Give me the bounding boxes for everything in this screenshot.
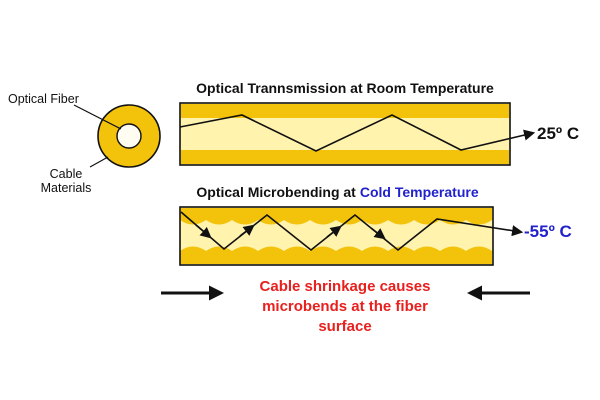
cable-materials-line2: Materials (40, 181, 92, 195)
cable-pointer-line (89, 156, 109, 168)
fiber-pointer-line (73, 104, 122, 130)
shrinkage-caption: Cable shrinkage causes microbends at the… (195, 277, 495, 337)
cable-materials-label: Cable Materials (28, 167, 104, 195)
ray-direction-arrow (239, 224, 255, 237)
caption-line3: surface (318, 318, 372, 335)
room-fiber-border (179, 102, 511, 166)
optical-fiber-label: Optical Fiber (8, 92, 79, 106)
cold-title-prefix: Optical Microbending at (196, 184, 356, 200)
room-temperature-value: 25º C (537, 124, 580, 143)
fiber-core-circle (116, 123, 142, 149)
room-bottom-band (181, 150, 509, 164)
cold-top-band-wavy (180, 208, 492, 225)
room-top-band (181, 104, 509, 118)
room-light-ray (179, 114, 536, 152)
cold-temperature-value: -55º C (524, 222, 572, 241)
room-diagram-title: Optical Trannsmission at Room Temperatur… (196, 80, 494, 96)
caption-line1: Cable shrinkage causes (259, 278, 431, 295)
cold-title-highlight: Cold Temperature (359, 184, 479, 200)
cold-fiber-border (179, 206, 494, 266)
cable-materials-line1: Cable (49, 167, 83, 181)
caption-line2: microbends at the fiber (262, 298, 428, 315)
cold-bottom-band-wavy (180, 246, 492, 264)
ray-direction-arrow (370, 227, 386, 240)
ray-direction-arrow (195, 224, 212, 239)
ray-direction-arrow (326, 225, 342, 238)
